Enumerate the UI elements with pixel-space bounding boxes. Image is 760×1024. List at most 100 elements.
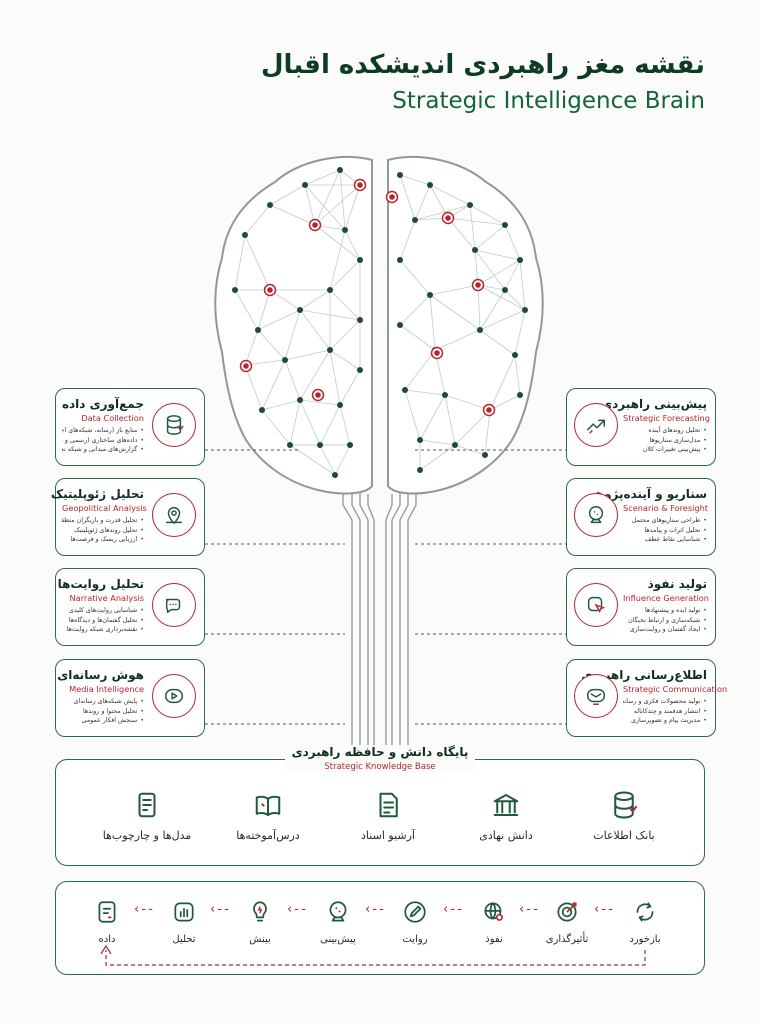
- process-step-label: بینش: [249, 934, 271, 945]
- data-doc-icon: [91, 896, 123, 928]
- feedback-cycle-icon: [629, 896, 661, 928]
- process-step-label: روایت: [402, 934, 428, 945]
- brain-edge: [479, 289, 506, 331]
- module-card-item: انتشار هدفمند و چندکاناله: [623, 707, 707, 717]
- brain-edge: [339, 404, 351, 446]
- knowledge-base-item[interactable]: درس‌آموخته‌ها: [208, 790, 328, 842]
- brain-node: [267, 202, 273, 208]
- brain-hotspot: [267, 287, 273, 293]
- brain-hotspot: [315, 392, 321, 398]
- knowledge-base-item[interactable]: مدل‌ها و چارچوب‌ها: [87, 790, 207, 842]
- bar-chart-icon: [168, 896, 200, 928]
- module-card-item: شناسایی روایت‌های کلیدی: [62, 606, 144, 616]
- module-card-item: تولید محصولات فکری و رسانه‌ای: [623, 697, 707, 707]
- brain-edge: [474, 249, 521, 261]
- module-card-title: تولید نفوذ: [647, 577, 707, 591]
- module-card-item: پیش‌بینی تغییرات کلان: [623, 445, 707, 455]
- brain-edge: [289, 399, 301, 446]
- brain-node: [327, 287, 333, 293]
- process-step[interactable]: داده: [72, 896, 142, 945]
- module-card-subtitle: Narrative Analysis: [69, 593, 144, 603]
- brain-hotspot: [475, 282, 481, 288]
- brain-node: [297, 307, 303, 313]
- brain-edge: [474, 224, 506, 251]
- brain-edge: [304, 184, 316, 226]
- open-book-icon: [208, 790, 328, 820]
- brain-edge: [261, 359, 286, 411]
- brain-edge: [329, 259, 361, 291]
- brain-node: [417, 437, 423, 443]
- brain-node: [417, 467, 423, 473]
- knowledge-base-item[interactable]: دانش نهادی: [446, 790, 566, 842]
- brain-node: [302, 182, 308, 188]
- crystal-ball-icon: [322, 896, 354, 928]
- brain-edge: [319, 404, 341, 446]
- brain-edge: [484, 409, 491, 456]
- module-card-item: شناسایی نقاط عطف: [623, 535, 707, 545]
- brain-node: [482, 452, 488, 458]
- brain-edge: [244, 204, 271, 236]
- process-step[interactable]: بینش: [225, 896, 295, 945]
- brain-edge: [314, 169, 341, 226]
- brain-node: [397, 257, 403, 263]
- brain-edge: [244, 234, 271, 291]
- crystal-ball-icon: [574, 493, 618, 537]
- brain-edge: [404, 389, 446, 396]
- brain-edge: [504, 289, 526, 311]
- module-card-list: تولید محصولات فکری و رسانه‌ایانتشار هدفم…: [623, 697, 707, 726]
- map-pin-icon: [152, 493, 196, 537]
- brain-edge: [314, 224, 361, 261]
- brain-edge: [444, 394, 491, 411]
- module-card-item: گزارش‌های میدانی و شبکه نخبگان: [62, 445, 144, 455]
- knowledge-base-item-label: بانک اطلاعات: [593, 829, 655, 842]
- brain-stem-wire: [359, 492, 369, 745]
- brain-stem-wire: [351, 490, 361, 745]
- target-icon: [551, 896, 583, 928]
- brain-edge: [477, 284, 526, 311]
- brain-edge: [404, 349, 436, 391]
- knowledge-base-item[interactable]: بانک اطلاعات: [564, 790, 684, 842]
- module-card-subtitle: Geopolitical Analysis: [62, 503, 147, 513]
- brain-edge: [269, 184, 306, 206]
- brain-edge: [284, 309, 301, 361]
- module-card-list: طراحی سناریوهای محتملتحلیل اثرات و پیامد…: [623, 516, 707, 545]
- brain-edge: [329, 229, 346, 291]
- brain-edge: [489, 394, 521, 411]
- module-card-item: تحلیل روندهای آینده: [623, 426, 707, 436]
- brain-edge: [284, 349, 331, 361]
- page-subtitle: Strategic Intelligence Brain: [392, 88, 705, 114]
- brain-edge: [339, 369, 361, 406]
- process-step[interactable]: بازخورد: [610, 896, 680, 945]
- process-step[interactable]: تحلیل: [149, 896, 219, 945]
- module-card-item: تحلیل روندهای ژئوپلیتیک: [62, 526, 144, 536]
- brain-node: [427, 182, 433, 188]
- process-step[interactable]: نفوذ: [459, 896, 529, 945]
- process-step[interactable]: پیش‌بینی: [303, 896, 373, 945]
- process-step[interactable]: تأثیرگذاری: [532, 896, 602, 945]
- brain-edge: [477, 284, 481, 331]
- framework-device-icon: [87, 790, 207, 820]
- brain-edge: [329, 319, 361, 351]
- brain-node: [477, 327, 483, 333]
- brain-node: [255, 327, 261, 333]
- knowledge-base-item[interactable]: آرشیو اسناد: [328, 790, 448, 842]
- process-step[interactable]: روایت: [380, 896, 450, 945]
- brain-hotspot: [445, 215, 451, 221]
- brain-edge: [329, 349, 361, 371]
- brain-edge: [299, 349, 331, 401]
- module-card-title: جمع‌آوری داده: [61, 397, 144, 411]
- brain-edge: [257, 309, 301, 331]
- module-card-item: ارزیابی ریسک و فرصت‌ها: [62, 535, 144, 545]
- brain-edge: [257, 289, 271, 331]
- brain-edge: [319, 444, 336, 476]
- module-card-title: اطلاع‌رسانی راهبردی: [581, 668, 707, 682]
- module-card-item: سنجش افکار عمومی: [62, 716, 144, 726]
